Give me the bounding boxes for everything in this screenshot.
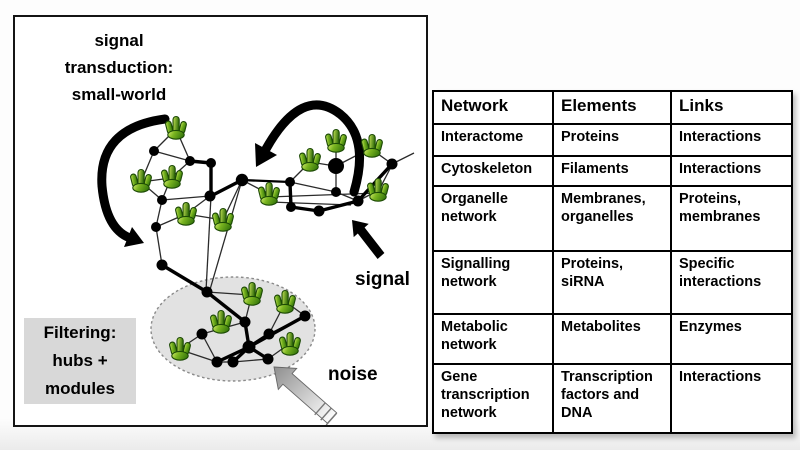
- diagram-title-line: transduction:: [64, 58, 174, 77]
- cell-links: Interactions: [670, 155, 793, 187]
- protein-icon: [324, 128, 348, 153]
- network-diagram-panel: signal transduction: small-world Filteri…: [13, 15, 428, 427]
- shortcut-arc-right-icon: [255, 100, 364, 197]
- filtering-line: hubs +: [52, 351, 108, 370]
- shortcut-arc-left-icon: [97, 114, 170, 247]
- cell-links: Specific interactions: [670, 250, 793, 315]
- network-types-table: Network Elements Links Interactome Prote…: [432, 90, 793, 434]
- cell-network: Organelle network: [432, 185, 554, 252]
- protein-icon: [366, 177, 390, 202]
- network-nodes: [149, 146, 398, 368]
- diagram-title: signal transduction: small-world: [33, 27, 205, 108]
- small-world-network-graphic: [97, 100, 415, 425]
- cell-elements: Membranes, organelles: [552, 185, 672, 252]
- noise-label: noise: [328, 364, 378, 385]
- cell-links: Interactions: [670, 123, 793, 157]
- protein-icon: [360, 133, 384, 158]
- protein-icon: [298, 147, 322, 172]
- table-row: Gene transcription network Transcription…: [432, 363, 793, 434]
- cell-links: Proteins, membranes: [670, 185, 793, 252]
- filtering-line: Filtering:: [43, 323, 117, 342]
- cell-network: Gene transcription network: [432, 363, 554, 434]
- header-network: Network: [432, 90, 554, 125]
- header-elements: Elements: [552, 90, 672, 125]
- filtering-line: modules: [45, 379, 115, 398]
- table-header-row: Network Elements Links: [432, 90, 793, 125]
- protein-icon: [257, 181, 281, 206]
- diagram-title-line: small-world: [71, 85, 167, 104]
- cell-links: Enzymes: [670, 313, 793, 365]
- protein-icon: [160, 164, 184, 189]
- table-row: Signalling network Proteins, siRNA Speci…: [432, 250, 793, 315]
- diagram-title-line: signal: [94, 31, 144, 50]
- protein-icon: [211, 207, 235, 232]
- protein-icon: [129, 168, 153, 193]
- table-row: Metabolic network Metabolites Enzymes: [432, 313, 793, 365]
- cell-elements: Metabolites: [552, 313, 672, 365]
- cell-elements: Filaments: [552, 155, 672, 187]
- table-row: Cytoskeleton Filaments Interactions: [432, 155, 793, 187]
- cell-network: Metabolic network: [432, 313, 554, 365]
- header-links: Links: [670, 90, 793, 125]
- cell-elements: Proteins: [552, 123, 672, 157]
- cell-network: Interactome: [432, 123, 554, 157]
- table-row: Interactome Proteins Interactions: [432, 123, 793, 157]
- cell-network: Cytoskeleton: [432, 155, 554, 187]
- noise-arrow-icon: [273, 366, 338, 425]
- cell-links: Interactions: [670, 363, 793, 434]
- signal-arrow-icon: [352, 220, 385, 259]
- cell-elements: Proteins, siRNA: [552, 250, 672, 315]
- table-row: Organelle network Membranes, organelles …: [432, 185, 793, 252]
- cell-elements: Transcription factors and DNA: [552, 363, 672, 434]
- signal-label: signal: [355, 269, 410, 290]
- filtering-callout-box: Filtering: hubs + modules: [24, 318, 136, 404]
- cell-network: Signalling network: [432, 250, 554, 315]
- protein-icon: [174, 201, 198, 226]
